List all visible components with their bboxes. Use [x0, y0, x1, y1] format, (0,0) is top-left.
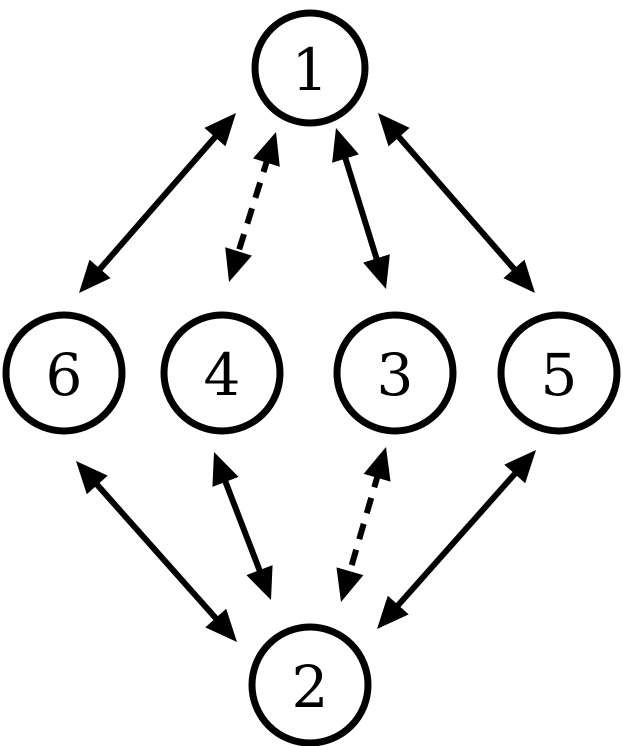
node-6-label: 6 — [46, 341, 83, 409]
edge-line — [220, 475, 265, 577]
node-3-label: 3 — [377, 341, 414, 409]
edge-line — [340, 151, 382, 266]
node-5: 5 — [497, 311, 621, 435]
arrow-head — [212, 452, 239, 487]
arrow-head — [246, 565, 273, 600]
arrow-head — [204, 113, 236, 147]
arrow-head — [503, 259, 535, 293]
edge-line — [233, 155, 272, 259]
edge-3-2 — [336, 447, 391, 602]
arrow-head — [504, 450, 536, 484]
arrow-head — [225, 247, 252, 282]
nodes-layer: 1 6 4 3 5 2 — [2, 9, 621, 746]
node-2: 2 — [248, 623, 372, 746]
node-5-label: 5 — [541, 341, 578, 409]
edges-layer — [76, 113, 536, 642]
arrow-head — [378, 113, 410, 147]
edge-6-2 — [76, 461, 237, 642]
node-1: 1 — [251, 9, 369, 127]
arrow-head — [377, 595, 409, 629]
edge-1-3 — [332, 128, 390, 289]
edge-1-4 — [225, 132, 280, 282]
node-6: 6 — [2, 311, 126, 435]
arrow-head — [79, 259, 111, 293]
node-1-label: 1 — [292, 36, 329, 104]
node-2-label: 2 — [292, 653, 329, 721]
edge-4-2 — [212, 452, 273, 600]
edge-line — [392, 130, 521, 276]
arrow-head — [76, 461, 108, 495]
arrow-head — [336, 567, 364, 602]
node-4: 4 — [160, 311, 284, 435]
arrow-head — [363, 254, 390, 289]
edge-1-6 — [79, 113, 236, 293]
edge-line — [91, 478, 222, 625]
edge-line — [345, 471, 382, 578]
node-3: 3 — [333, 311, 457, 435]
edge-1-5 — [378, 113, 535, 293]
arrow-head — [363, 447, 391, 482]
node-4-label: 4 — [204, 341, 241, 409]
edge-line — [392, 467, 521, 612]
arrow-head — [332, 128, 359, 163]
edge-line — [93, 130, 222, 276]
arrow-head — [253, 132, 280, 167]
edge-5-2 — [377, 450, 536, 629]
arrow-head — [205, 608, 237, 642]
